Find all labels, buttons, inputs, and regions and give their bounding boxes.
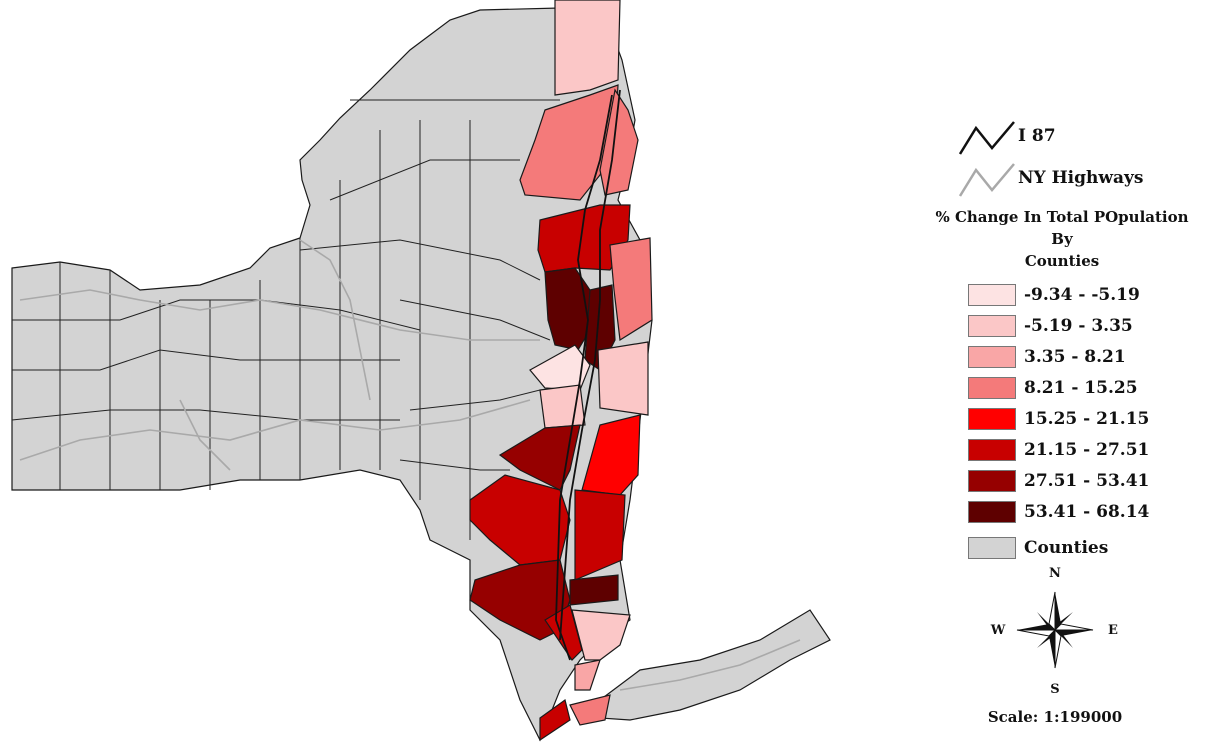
- legend-title-line1: % Change In Total POpulation: [935, 208, 1189, 226]
- legend-class-label: 27.51 - 53.41: [1024, 471, 1150, 491]
- legend-class-label: 3.35 - 8.21: [1024, 347, 1126, 367]
- legend-highways-label: NY Highways: [1018, 168, 1144, 188]
- new-york-map: [11, 0, 831, 742]
- ny-highways: [19, 239, 801, 691]
- legend-swatch: [968, 284, 1016, 306]
- legend-class-label: -9.34 - -5.19: [1024, 285, 1140, 305]
- legend-swatch: [968, 501, 1016, 523]
- i87-legend-icon: [958, 121, 1015, 155]
- legend-class-row: 15.25 - 21.15: [968, 407, 1149, 431]
- hudson-line: [559, 89, 621, 641]
- legend-class-label: 21.15 - 27.51: [1024, 440, 1150, 460]
- legend-class-row: 3.35 - 8.21: [968, 345, 1126, 369]
- legend-swatch: [968, 315, 1016, 337]
- county-boundaries: [11, 99, 560, 540]
- legend-class-row: 27.51 - 53.41: [968, 469, 1149, 493]
- i87-highway: [555, 94, 613, 661]
- legend-class-row: 53.41 - 68.14: [968, 500, 1149, 524]
- legend-class-label: 53.41 - 68.14: [1024, 502, 1150, 522]
- legend-title-line3: Counties: [1024, 252, 1100, 270]
- legend-swatch: [968, 470, 1016, 492]
- compass-rose-icon: [1016, 591, 1094, 669]
- legend-swatch: [968, 439, 1016, 461]
- legend-class-row: 8.21 - 15.25: [968, 376, 1138, 400]
- legend-i87-label: I 87: [1018, 126, 1056, 146]
- legend-swatch: [968, 346, 1016, 368]
- compass-n: N: [1049, 566, 1061, 581]
- legend-swatch: [968, 377, 1016, 399]
- highway-legend-icon: [958, 163, 1015, 197]
- legend-class-row: 21.15 - 27.51: [968, 438, 1149, 462]
- compass-w: W: [990, 623, 1006, 638]
- compass-e: E: [1108, 623, 1118, 638]
- scale-label: Scale: 1:199000: [987, 708, 1123, 726]
- legend-class-label: -5.19 - 3.35: [1024, 316, 1133, 336]
- legend-class-label: 15.25 - 21.15: [1024, 409, 1150, 429]
- legend-class-label: 8.21 - 15.25: [1024, 378, 1138, 398]
- legend-class-row: -9.34 - -5.19: [968, 283, 1140, 307]
- legend-title-line2: By: [1051, 230, 1073, 248]
- legend-counties-row: Counties: [968, 536, 1108, 560]
- legend-swatch: [968, 408, 1016, 430]
- compass-s: S: [1050, 682, 1060, 697]
- legend-class-row: -5.19 - 3.35: [968, 314, 1133, 338]
- legend-counties-label: Counties: [1024, 538, 1109, 558]
- legend-swatch-counties: [968, 537, 1016, 559]
- long-island: [599, 609, 831, 721]
- highlighted-counties: [469, 0, 653, 742]
